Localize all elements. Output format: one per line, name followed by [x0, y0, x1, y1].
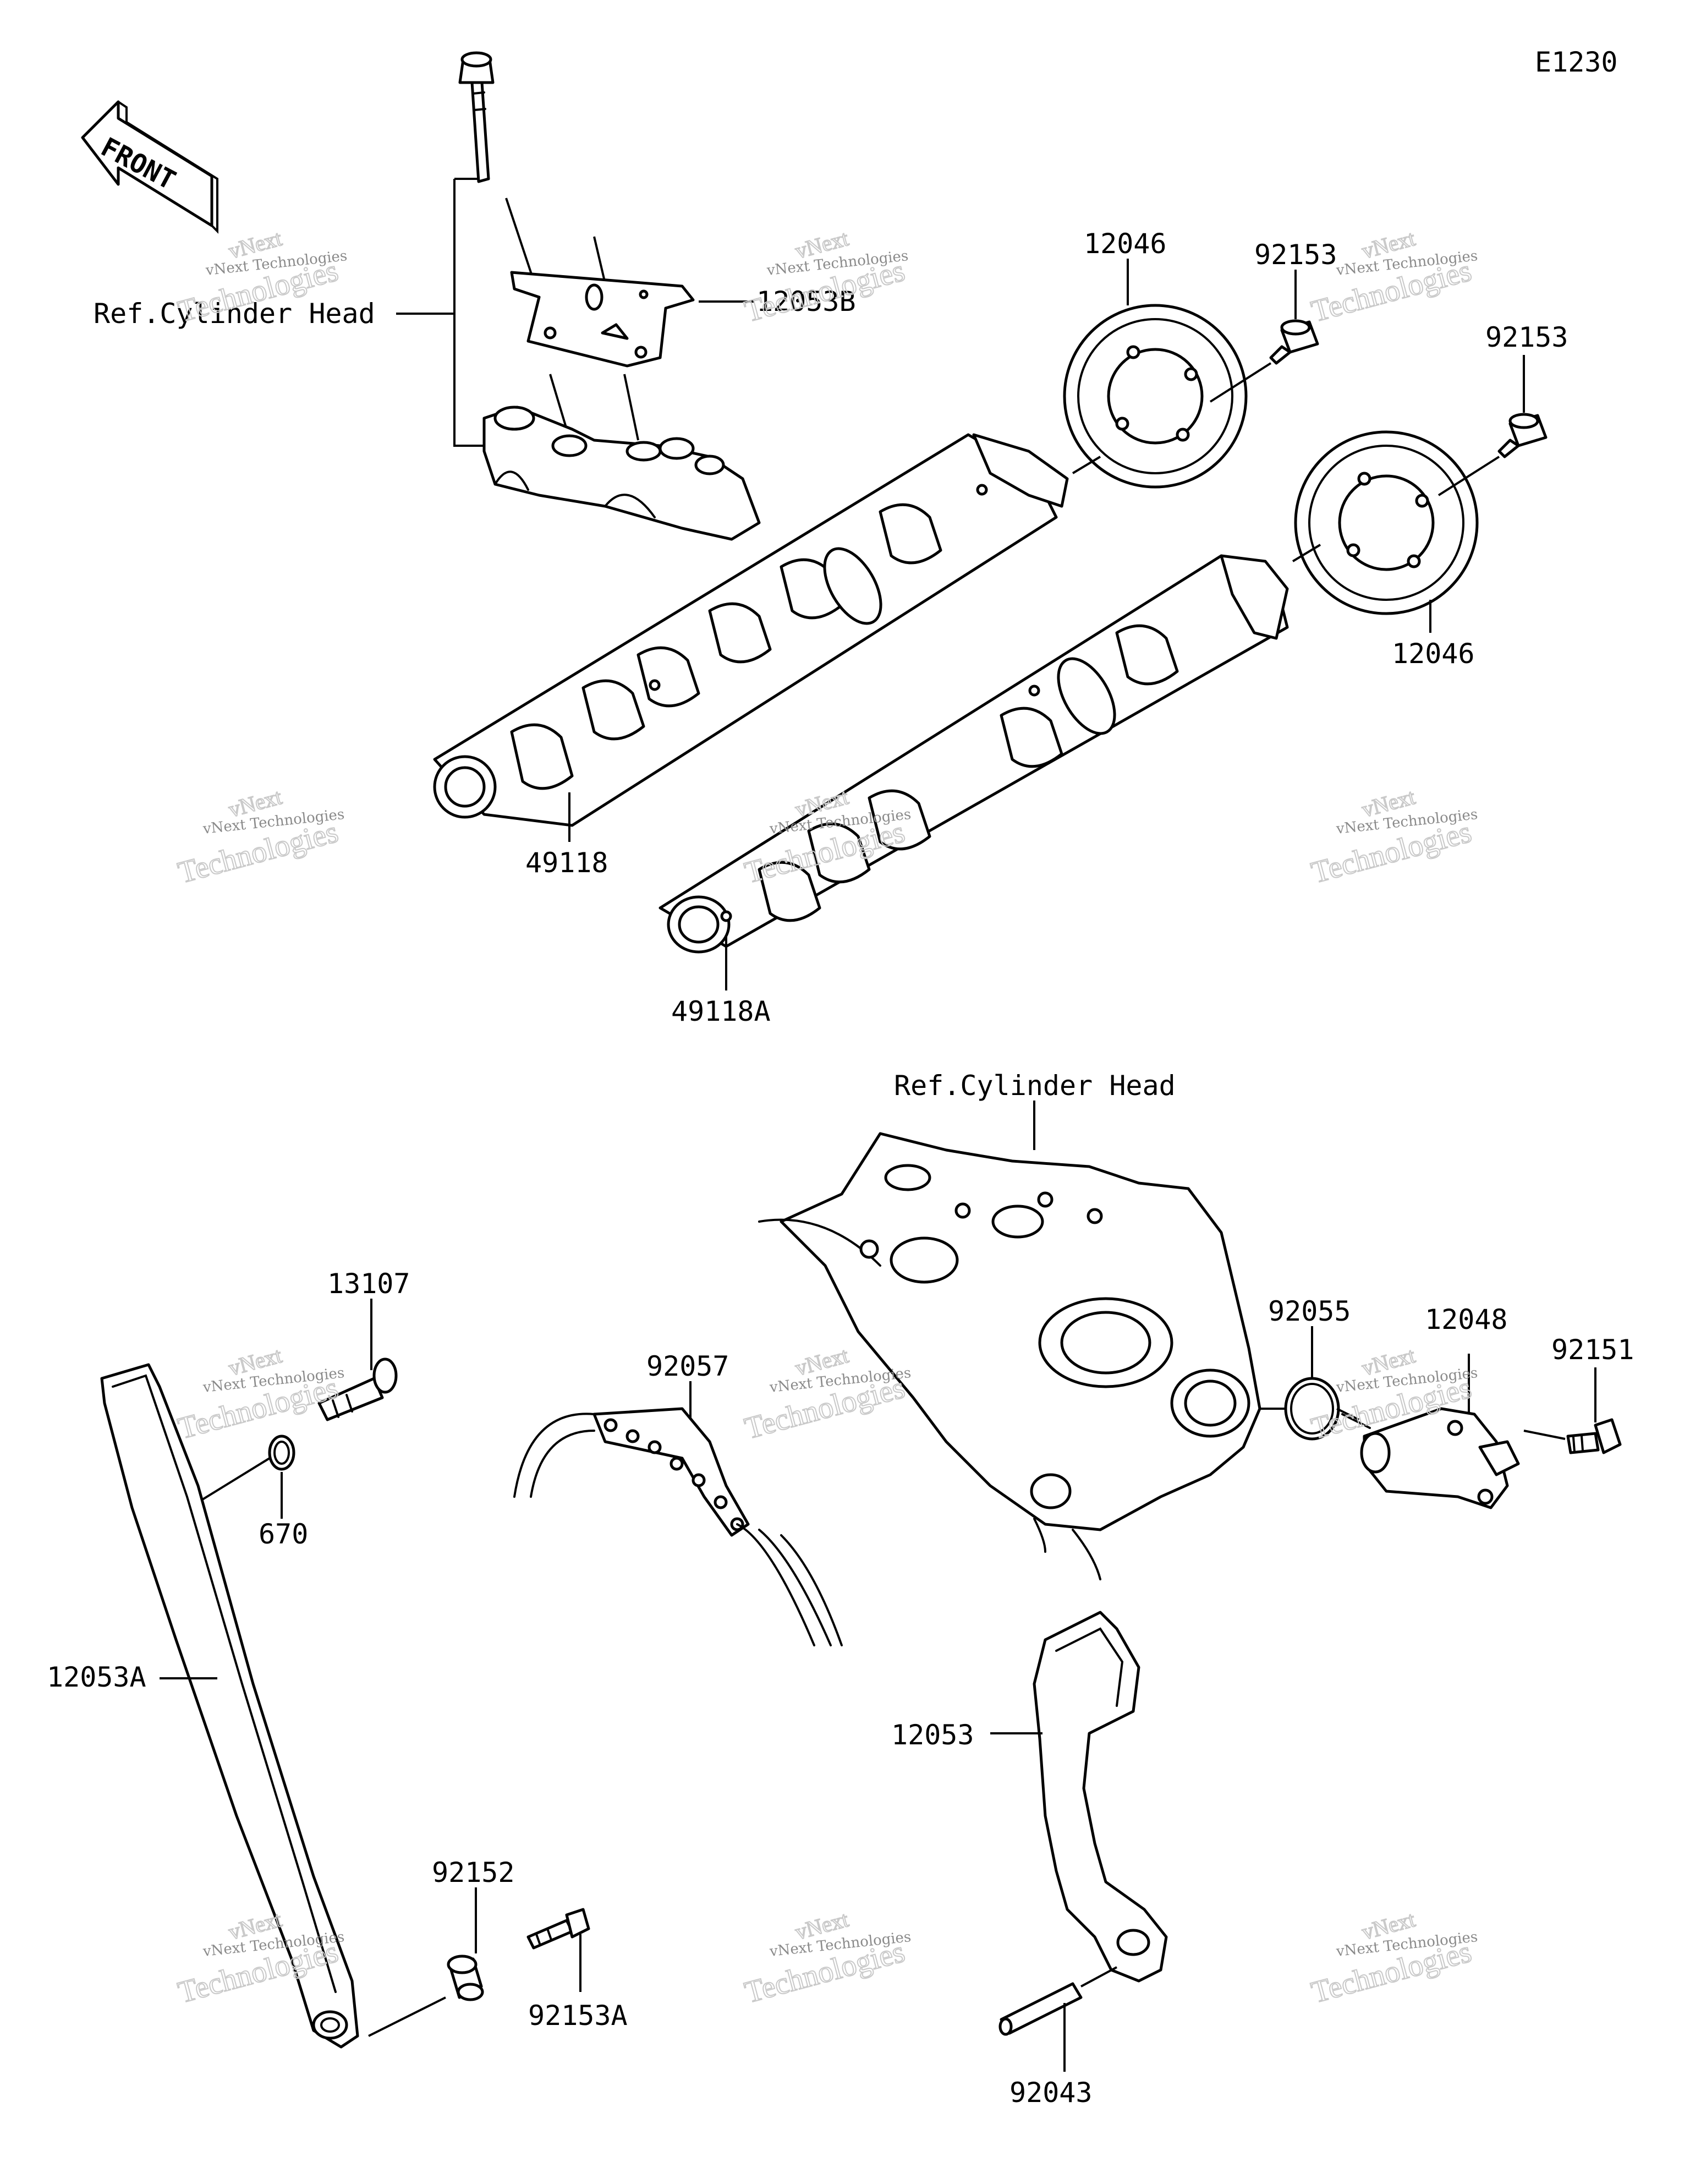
part-92043-label: 92043 [1009, 2077, 1093, 2109]
watermark-7: vNext vNext Technologies Technologies [174, 1342, 345, 1447]
part-670-label: 670 [259, 1518, 308, 1550]
camshaft-49118 [433, 433, 1069, 827]
ref-cylinder-head-label-top: Ref.Cylinder Head [94, 298, 375, 330]
tensioner-12048 [1341, 1407, 1520, 1509]
part-92153A-label: 92153A [528, 2000, 628, 2032]
pin-92043 [998, 1982, 1083, 2036]
cam-holder-group [396, 51, 761, 541]
part-92055-label: 92055 [1268, 1295, 1351, 1327]
part-12046-label-bottom: 12046 [1392, 638, 1475, 670]
part-12048-label: 12048 [1425, 1304, 1508, 1335]
part-49118-label: 49118 [525, 847, 608, 879]
bolt-13107 [317, 1358, 398, 1421]
bolt-92153-b [1497, 413, 1548, 458]
part-92151-label: 92151 [1551, 1334, 1634, 1366]
sprocket-12046-top [1063, 304, 1248, 489]
part-12053-label: 12053 [891, 1719, 974, 1751]
cylinder-head [758, 1132, 1261, 1580]
watermark-12: vNext vNext Technologies Technologies [1307, 1906, 1478, 2011]
front-arrow-icon: FRONT [81, 100, 218, 234]
sprocket-12046-bottom [1294, 430, 1479, 615]
part-92153-label-a: 92153 [1254, 239, 1337, 271]
camshaft-49118a [659, 554, 1289, 954]
diagram-code: E1230 [1535, 46, 1618, 78]
holder-bolt [458, 51, 495, 183]
part-92057-label: 92057 [646, 1350, 729, 1382]
watermark-11: vNext vNext Technologies Technologies [740, 1906, 912, 2011]
part-92152-label: 92152 [432, 1857, 515, 1889]
guide-bracket-12053b [510, 271, 695, 368]
bolt-92151 [1566, 1418, 1622, 1454]
watermark-4: vNext vNext Technologies Technologies [174, 784, 345, 891]
part-49118A-label: 49118A [671, 995, 771, 1027]
part-92153-label-b: 92153 [1485, 321, 1568, 353]
bolt-92153-a [1269, 319, 1319, 365]
part-13107-label: 13107 [327, 1268, 410, 1300]
collar-92152 [447, 1955, 484, 2001]
part-12046-label-top: 12046 [1084, 228, 1167, 260]
cam-holder [482, 406, 761, 541]
washer-670 [268, 1435, 295, 1471]
bolt-92153a [526, 1908, 590, 1950]
timing-chain-92057 [513, 1407, 843, 1646]
part-12053B-label: 12053B [756, 286, 856, 318]
ref-cylinder-head-label-mid: Ref.Cylinder Head [894, 1070, 1176, 1102]
chain-guide-12053 [1033, 1611, 1168, 1983]
chain-guide-12053a [100, 1363, 359, 2049]
watermark-6: vNext vNext Technologies Technologies [1307, 784, 1478, 891]
part-12053A-label: 12053A [47, 1661, 146, 1693]
